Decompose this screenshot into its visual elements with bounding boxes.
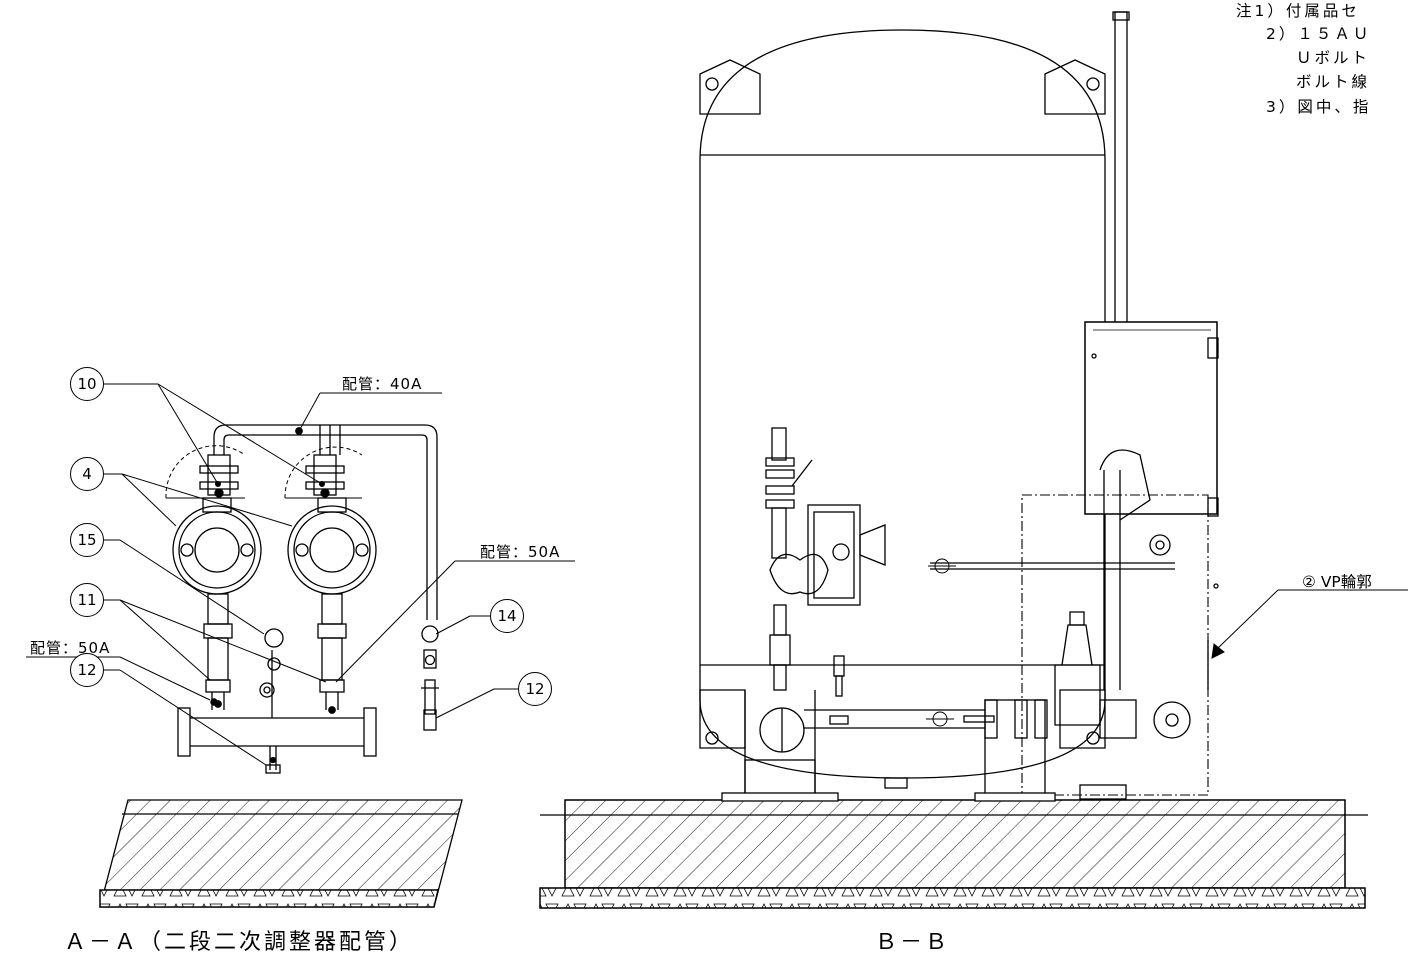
leaders — [26, 383, 1408, 766]
section-bb — [539, 11, 1368, 909]
pipe-label-50a-left: 配管：50A — [30, 639, 111, 657]
callout-4: 4 — [70, 457, 104, 491]
note-1: 注1）付属品セ — [1236, 2, 1360, 20]
pipe-label-40a: 配管：40A — [342, 375, 423, 393]
section-title-bb: Ｂ－Ｂ — [875, 930, 951, 955]
pipe-label-50a-mid: 配管：50A — [480, 543, 561, 561]
note-3: 3）図中、指 — [1266, 98, 1372, 116]
section-aa — [99, 392, 463, 908]
note-2-line2: Ｕボルト — [1296, 49, 1371, 67]
vp-outline-label: ② VP輪郭 — [1302, 573, 1372, 591]
note-2-line3: ボルト線 — [1296, 73, 1371, 91]
callout-14: 14 — [490, 599, 524, 633]
callout-10: 10 — [70, 367, 104, 401]
callout-12-left: 12 — [70, 653, 104, 687]
note-2: 2）１５ＡＵ — [1266, 25, 1372, 43]
section-title-aa: Ａ－Ａ（二段二次調整器配管） — [64, 930, 415, 955]
callout-11: 11 — [70, 583, 104, 617]
callout-12-right: 12 — [518, 672, 552, 706]
callout-15: 15 — [70, 523, 104, 557]
